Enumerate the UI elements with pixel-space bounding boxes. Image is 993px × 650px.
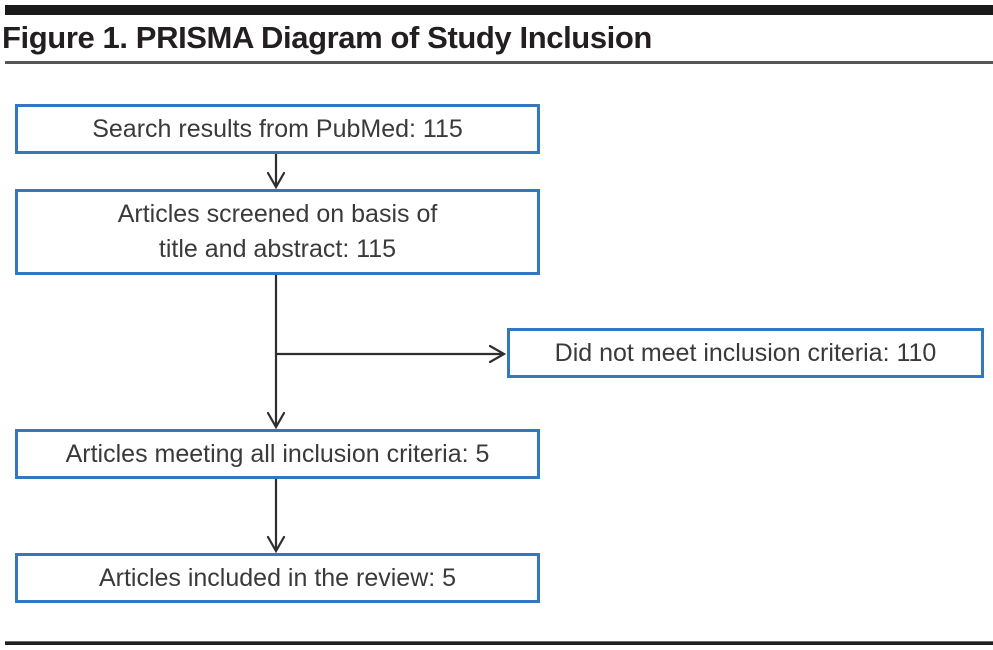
- flow-box-included: Articles included in the review: 5: [15, 553, 540, 603]
- box-text-line1: Articles screened on basis of: [117, 200, 438, 228]
- figure-title: Figure 1. PRISMA Diagram of Study Inclus…: [2, 20, 652, 55]
- box-text: Did not meet inclusion criteria: 110: [554, 338, 937, 367]
- flow-box-meeting-criteria: Articles meeting all inclusion criteria:…: [15, 429, 540, 479]
- box-text-line2: title and abstract: 115: [158, 235, 397, 263]
- box-text: Articles included in the review: 5: [98, 563, 457, 592]
- title-divider: [5, 61, 993, 64]
- flow-box-excluded: Did not meet inclusion criteria: 110: [507, 328, 984, 378]
- flow-box-search-results: Search results from PubMed: 115: [15, 104, 540, 154]
- flow-box-screened: Articles screened on basis of title and …: [15, 189, 540, 275]
- box-text: Search results from PubMed: 115: [92, 114, 463, 143]
- top-rule: [5, 5, 993, 15]
- box-text: Articles meeting all inclusion criteria:…: [65, 439, 490, 468]
- bottom-rule: [5, 641, 993, 645]
